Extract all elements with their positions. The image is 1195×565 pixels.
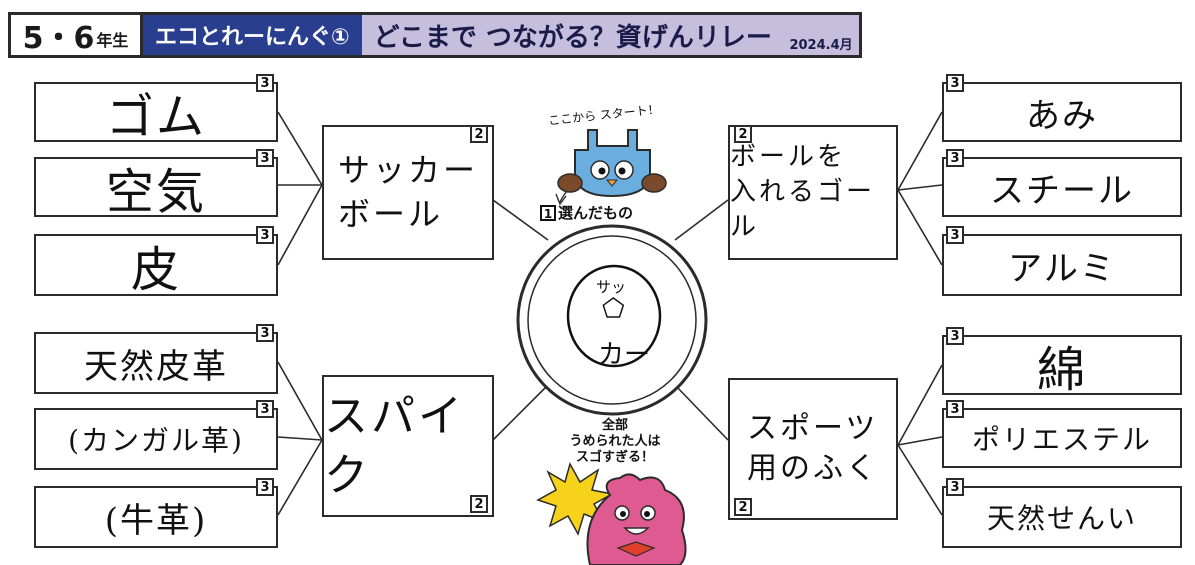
- level2-text: スパイク: [324, 390, 465, 501]
- level3-text: (カンガル革): [68, 424, 244, 457]
- level2-text: サッカー ボール: [337, 151, 478, 233]
- level3-box[interactable]: スチール 3: [942, 149, 1182, 217]
- hub-text-bottom: カー: [598, 340, 651, 370]
- page-title: どこまで つながる？資げんリレー 2024.4月: [361, 12, 862, 58]
- level3-badge: 3: [946, 74, 964, 92]
- praise-text: 全部 うめられた人は スゴすぎる！: [560, 418, 670, 466]
- level3-text: ゴム: [105, 89, 206, 145]
- chosen-item-label: 1 選んだもの: [540, 202, 633, 223]
- level2-box-lower-right[interactable]: スポーツ 用のふく 2: [728, 378, 898, 520]
- praise-line-3: スゴすぎる！: [575, 450, 654, 465]
- level3-text: (牛革): [104, 500, 208, 541]
- issue-date: 2024.4月: [789, 38, 853, 53]
- grade-suffix: 年生: [96, 31, 129, 50]
- level2-text: スポーツ 用のふく: [747, 410, 879, 487]
- page-title-text: どこまで つながる？資げんリレー: [373, 22, 772, 53]
- level3-badge: 3: [256, 226, 274, 244]
- series-title: エコとれーにんぐ①: [143, 12, 362, 58]
- blue-mascot-illustration: [557, 129, 667, 198]
- level2-badge: 2: [734, 498, 752, 516]
- level3-box[interactable]: ポリエステル 3: [942, 400, 1182, 468]
- level3-box[interactable]: (カンガル革) 3: [34, 400, 278, 470]
- chosen-number-badge: 1: [540, 204, 556, 221]
- level3-badge: 3: [256, 478, 274, 496]
- level2-box-lower-left[interactable]: スパイク 2: [322, 375, 494, 517]
- grade-label: 5・6 年生: [8, 12, 143, 58]
- level3-box[interactable]: 空気 3: [34, 149, 278, 220]
- pink-mascot-illustration: [536, 462, 687, 565]
- level3-box[interactable]: 天然せんい 3: [942, 478, 1182, 548]
- level3-text: 皮: [130, 242, 181, 298]
- level3-badge: 3: [256, 400, 274, 418]
- praise-line-2: うめられた人は: [569, 434, 661, 449]
- level3-text: 綿: [1036, 342, 1087, 398]
- level3-box[interactable]: 皮 3: [34, 226, 278, 298]
- level3-text: スチール: [990, 170, 1134, 211]
- level3-box[interactable]: ゴム 3: [34, 74, 278, 145]
- level3-badge: 3: [256, 324, 274, 342]
- level3-text: アルミ: [1008, 248, 1116, 289]
- header: 5・6 年生 エコとれーにんぐ① どこまで つながる？資げんリレー 2024.4…: [8, 12, 862, 58]
- level3-box[interactable]: 天然皮革 3: [34, 324, 278, 394]
- hub-text-top: サッ: [596, 278, 627, 296]
- praise-line-1: 全部: [601, 418, 628, 433]
- level3-text: 天然せんい: [986, 502, 1137, 535]
- level3-text: 天然皮革: [84, 346, 228, 387]
- level3-box[interactable]: 綿 3: [942, 327, 1182, 398]
- level2-badge: 2: [470, 125, 488, 143]
- level3-badge: 3: [946, 226, 964, 244]
- level3-box[interactable]: (牛革) 3: [34, 478, 278, 548]
- chosen-label-text: 選んだもの: [558, 204, 634, 222]
- level3-badge: 3: [946, 400, 964, 418]
- level3-badge: 3: [256, 74, 274, 92]
- hub-pentagon-icon: ⬠: [602, 294, 625, 324]
- level3-badge: 3: [946, 327, 964, 345]
- level2-badge: 2: [470, 495, 488, 513]
- level3-badge: 3: [256, 149, 274, 167]
- level3-text: 空気: [105, 164, 206, 220]
- level2-box-upper-right[interactable]: ボールを 入れるゴール 2: [728, 125, 898, 260]
- level2-box-upper-left[interactable]: サッカー ボール 2: [322, 125, 494, 260]
- grade-number: 5・6: [22, 21, 95, 56]
- level3-box[interactable]: アルミ 3: [942, 226, 1182, 296]
- level2-text: ボールを 入れるゴール: [730, 141, 876, 243]
- level3-badge: 3: [946, 478, 964, 496]
- level3-badge: 3: [946, 149, 964, 167]
- level3-text: ポリエステル: [971, 423, 1152, 456]
- level2-badge: 2: [734, 125, 752, 143]
- level3-box[interactable]: あみ 3: [942, 74, 1182, 142]
- level3-text: あみ: [1026, 95, 1098, 136]
